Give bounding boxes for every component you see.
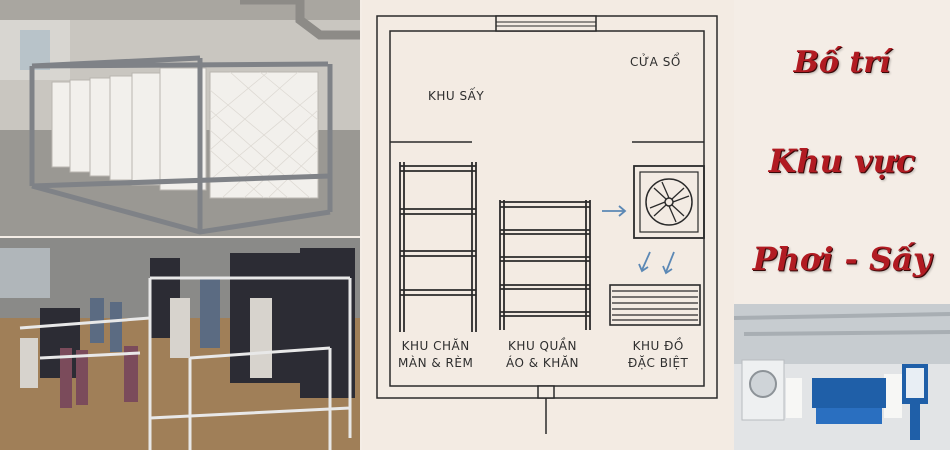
industrial-laundry-machines-photo bbox=[734, 304, 950, 450]
title-line-2: Khu vực bbox=[768, 142, 916, 180]
zone-label-line: ĐẶC BIỆT bbox=[628, 356, 689, 370]
title-line-1: Bố trí bbox=[793, 45, 891, 80]
zone-label-line: KHU QUẦN bbox=[508, 339, 577, 353]
airflow-arrows bbox=[602, 205, 675, 275]
title-panel: Bố trí Khu vực Phơi - Sấy bbox=[734, 0, 950, 304]
zone-label-line: KHU ĐỒ bbox=[632, 339, 684, 353]
floor-plan-drawing bbox=[376, 15, 718, 434]
laundry-clothes-rack-photo bbox=[0, 238, 360, 450]
zone-label-clothes: KHU QUẦN ÁO & KHĂN bbox=[506, 338, 579, 372]
window-label: CỬA SỔ bbox=[630, 55, 681, 69]
zone-label-line: ÁO & KHĂN bbox=[506, 356, 580, 370]
zone-label-line: MÀN & RÈM bbox=[398, 356, 474, 370]
title-line-3: Phơi - Sấy bbox=[752, 240, 932, 278]
zone-label-special: KHU ĐỒ ĐẶC BIỆT bbox=[628, 338, 688, 372]
zone-label-blankets: KHU CHĂN MÀN & RÈM bbox=[398, 338, 473, 372]
drying-area-label: KHU SẤY bbox=[428, 89, 485, 103]
floor-plan: CỬA SỔ KHU SẤY KHU CHĂN MÀN & RÈM KHU QU… bbox=[362, 0, 734, 450]
zone-label-line: KHU CHĂN bbox=[401, 339, 470, 353]
mattress-drying-rack-photo bbox=[0, 0, 360, 236]
